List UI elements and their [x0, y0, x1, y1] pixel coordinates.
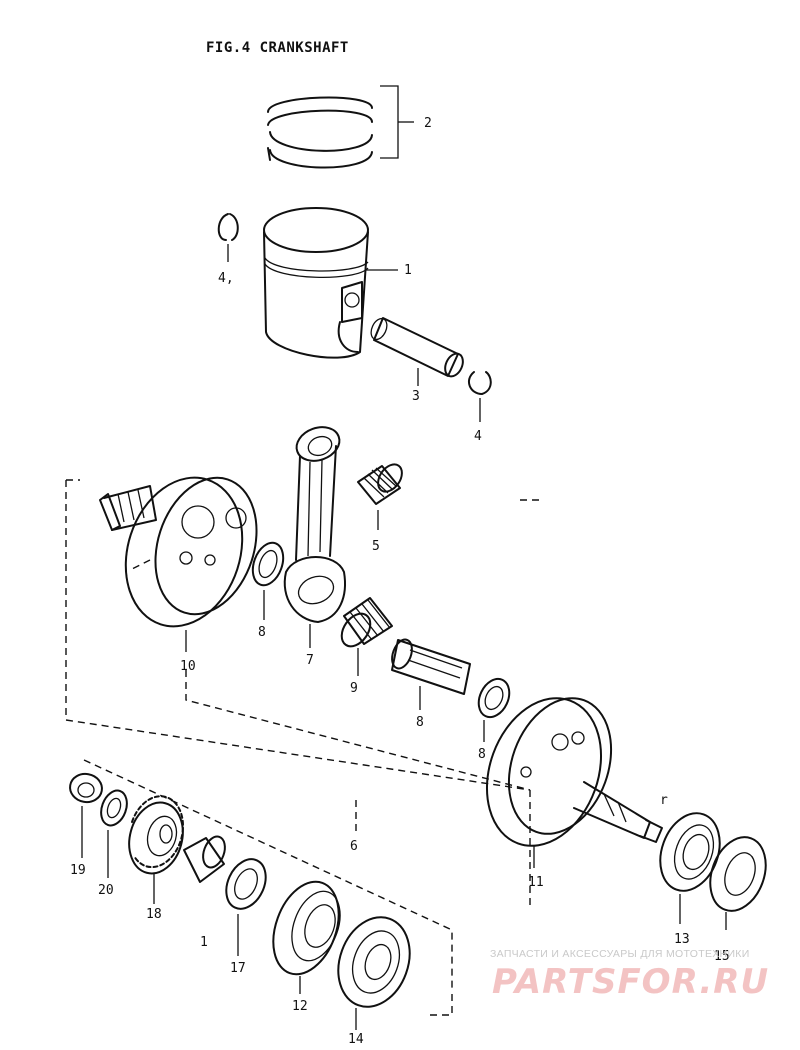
callout-6: 6 — [350, 839, 358, 854]
crank-half-left — [99, 476, 258, 652]
small-end-bearing — [357, 463, 403, 530]
callout-12: 11 — [528, 875, 544, 890]
thrust-washer-left — [251, 541, 285, 620]
shim — [225, 858, 267, 956]
callout-13: 12 — [292, 999, 308, 1014]
callout-labels: 2 1 4, 3 4 5 8 7 10 9 8 8 6 11 r 13 15 1… — [70, 116, 730, 1047]
spacer-collar — [183, 835, 226, 883]
circlip-left — [217, 213, 239, 262]
callout-9: 8 — [416, 715, 424, 730]
callout-10: 9 — [350, 681, 358, 696]
callout-3: 3 — [412, 389, 420, 404]
callout-14: 13 — [674, 932, 690, 947]
piston — [263, 207, 398, 359]
callout-17: 17 — [230, 961, 246, 976]
crank-half-right — [485, 697, 663, 868]
callout-16: 15 — [714, 949, 730, 964]
assembly-bracket-lines — [65, 479, 540, 1016]
callout-4-right: 4 — [474, 429, 482, 444]
callout-4-left: 4, — [218, 271, 234, 286]
primary-gear — [128, 795, 184, 904]
figure-title: FIG.4 CRANKSHAFT — [206, 40, 349, 56]
callout-8-right: 8 — [478, 747, 486, 762]
callout-11: 10 — [180, 659, 196, 674]
callout-7: 7 — [306, 653, 314, 668]
oil-seal-left — [337, 916, 411, 1030]
piston-pin — [370, 317, 464, 386]
callout-1-lower: 1 — [200, 935, 208, 950]
crank-pin — [391, 638, 471, 710]
oil-seal-right — [709, 836, 767, 930]
main-bearing-right — [659, 812, 721, 924]
main-bearing-left — [272, 880, 341, 994]
callout-20: 20 — [98, 883, 114, 898]
watermark-subtitle: ЗАПЧАСТИ И АКСЕССУАРЫ ДЛЯ МОТОТЕХНИКИ — [490, 948, 750, 960]
callout-1: 1 — [404, 263, 412, 278]
callout-19: 19 — [70, 863, 86, 878]
big-end-bearing — [340, 597, 393, 676]
callout-2: 2 — [424, 116, 432, 131]
washer-small — [100, 789, 128, 878]
callout-8-left: 8 — [258, 625, 266, 640]
nut — [69, 772, 103, 858]
circlip-right — [467, 371, 492, 422]
watermark-logo: PARTSFOR.RU — [492, 962, 770, 1002]
callout-18: 18 — [146, 907, 162, 922]
connecting-rod — [283, 426, 346, 648]
piston-rings — [267, 85, 414, 169]
callout-r: r — [660, 793, 668, 808]
callout-5: 5 — [372, 539, 380, 554]
thrust-washer-right — [477, 677, 511, 742]
callout-15: 14 — [348, 1032, 364, 1045]
